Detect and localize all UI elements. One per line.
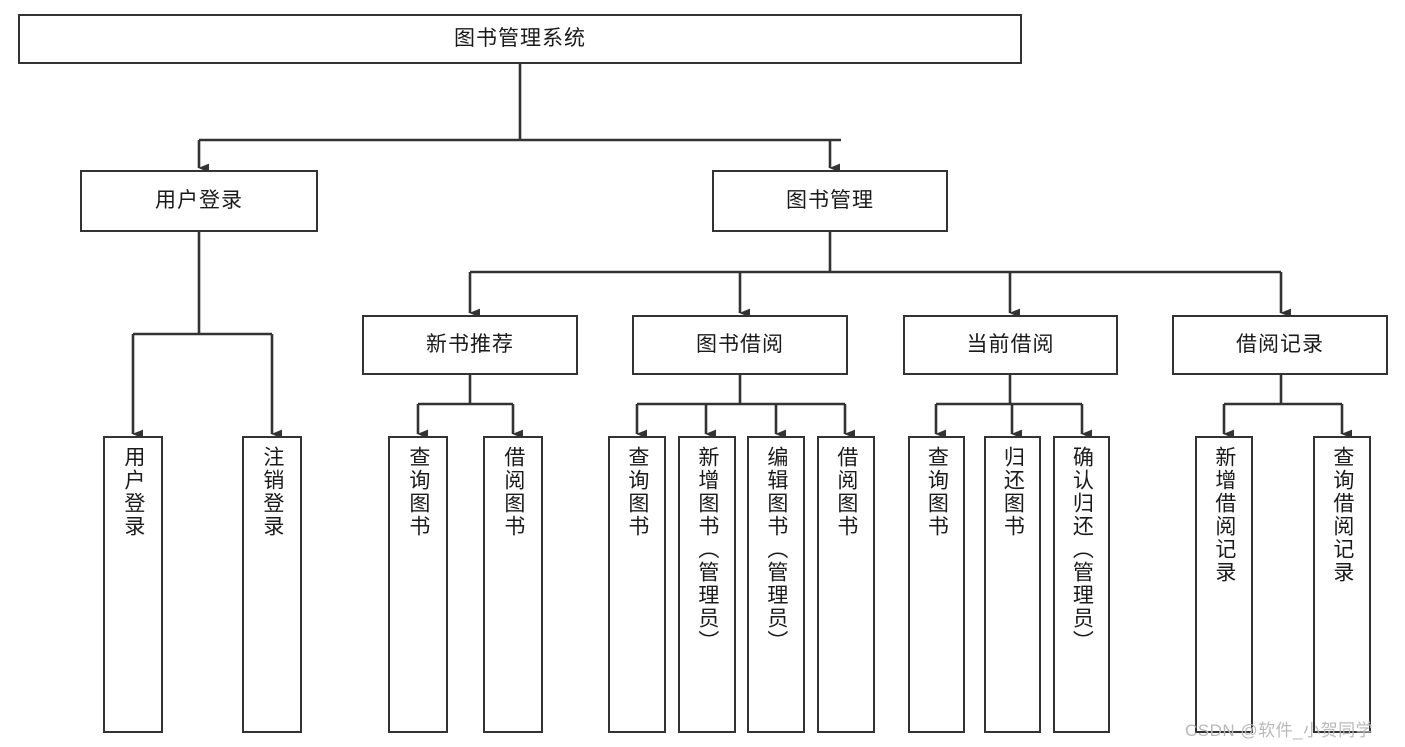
leaf-user-login-login[interactable]: 用户登录 [103, 436, 163, 733]
csdn-watermark: CSDN @软件_小贺同学 [1185, 721, 1374, 740]
node-label: 借阅图书 [834, 446, 858, 538]
node-label: 编辑图书（管理员） [764, 446, 788, 653]
leaf-current-borrow-confirm-return-admin[interactable]: 确认归还（管理员） [1053, 436, 1110, 733]
leaf-book-borrow-query-book[interactable]: 查询图书 [608, 436, 666, 733]
leaf-book-borrow-add-book-admin[interactable]: 新增图书（管理员） [678, 436, 736, 733]
node-label: 归还图书 [1001, 446, 1025, 538]
leaf-user-login-logout[interactable]: 注销登录 [242, 436, 302, 733]
node-user-login[interactable]: 用户登录 [80, 170, 318, 232]
node-current-borrow[interactable]: 当前借阅 [903, 315, 1118, 375]
node-root-book-management-system[interactable]: 图书管理系统 [18, 14, 1022, 64]
node-label: 确认归还（管理员） [1070, 446, 1094, 653]
node-label: 查询图书 [406, 446, 430, 538]
node-new-book-recommend[interactable]: 新书推荐 [362, 315, 578, 375]
node-label: 用户登录 [121, 446, 145, 538]
leaf-new-book-query-book[interactable]: 查询图书 [388, 436, 448, 733]
node-label: 查询图书 [625, 446, 649, 538]
leaf-current-borrow-query-book[interactable]: 查询图书 [908, 436, 965, 733]
node-label: 新增借阅记录 [1212, 446, 1236, 584]
node-book-management[interactable]: 图书管理 [712, 170, 948, 232]
node-borrow-record[interactable]: 借阅记录 [1172, 315, 1388, 375]
leaf-borrow-record-query-record[interactable]: 查询借阅记录 [1313, 436, 1371, 733]
leaf-book-borrow-borrow-book[interactable]: 借阅图书 [817, 436, 875, 733]
node-label: 查询图书 [925, 446, 949, 538]
node-label: 借阅记录 [1236, 333, 1324, 357]
node-label: 图书管理 [786, 189, 874, 213]
node-label: 用户登录 [155, 189, 243, 213]
leaf-new-book-borrow-book[interactable]: 借阅图书 [483, 436, 543, 733]
node-label: 借阅图书 [501, 446, 525, 538]
node-label: 图书管理系统 [454, 27, 586, 51]
node-label: 查询借阅记录 [1330, 446, 1354, 584]
leaf-current-borrow-return-book[interactable]: 归还图书 [984, 436, 1041, 733]
node-label: 新书推荐 [426, 333, 514, 357]
node-label: 注销登录 [260, 446, 284, 538]
leaf-book-borrow-edit-book-admin[interactable]: 编辑图书（管理员） [747, 436, 805, 733]
node-book-borrow[interactable]: 图书借阅 [632, 315, 848, 375]
node-label: 图书借阅 [696, 333, 784, 357]
node-label: 当前借阅 [966, 333, 1055, 357]
leaf-borrow-record-add-record[interactable]: 新增借阅记录 [1195, 436, 1253, 733]
node-label: 新增图书（管理员） [695, 446, 719, 653]
